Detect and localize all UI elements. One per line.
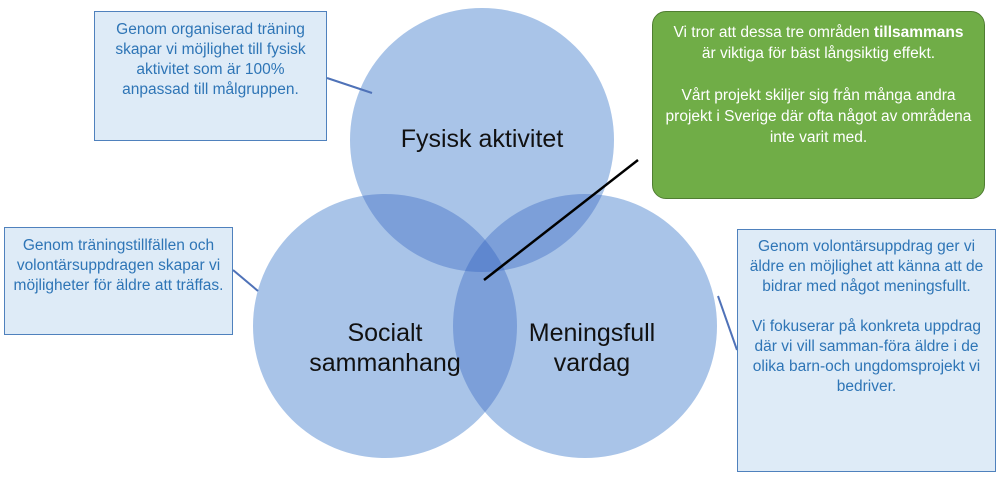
callout-socialt-text: Genom träningstillfällen och volontärsup… bbox=[13, 237, 224, 294]
summary-p1-before: Vi tror att dessa tre områden bbox=[673, 24, 874, 41]
summary-p2: Vårt projekt skiljer sig från många andr… bbox=[665, 87, 972, 146]
label-meningsfull-vardag: Meningsfull vardag bbox=[502, 318, 682, 378]
label-socialt-line1: Socialt bbox=[347, 319, 423, 347]
connector-center-to-green bbox=[483, 159, 639, 281]
callout-meningsfull-p1: Genom volontärsuppdrag ger vi äldre en m… bbox=[749, 238, 984, 295]
summary-p1-bold: tillsammans bbox=[873, 24, 964, 41]
label-socialt-line2: sammanhang bbox=[309, 349, 461, 377]
label-socialt-sammanhang: Socialt sammanhang bbox=[295, 318, 475, 378]
callout-fysisk-aktivitet: Genom organiserad träning skapar vi möjl… bbox=[94, 11, 327, 141]
label-meningsfull-line2: vardag bbox=[553, 349, 631, 377]
connector-left bbox=[232, 269, 259, 292]
label-fysisk-aktivitet: Fysisk aktivitet bbox=[392, 124, 572, 154]
callout-meningsfull-vardag: Genom volontärsuppdrag ger vi äldre en m… bbox=[737, 229, 996, 472]
callout-fysisk-text: Genom organiserad träning skapar vi möjl… bbox=[115, 21, 306, 98]
overlap-top-left bbox=[350, 194, 517, 272]
callout-meningsfull-p2: Vi fokuserar på konkreta uppdrag där vi … bbox=[752, 318, 981, 395]
summary-box: Vi tror att dessa tre områden tillsamman… bbox=[652, 11, 985, 199]
summary-p1-after: är viktiga för bäst långsiktig effekt. bbox=[701, 45, 936, 62]
callout-socialt-sammanhang: Genom träningstillfällen och volontärsup… bbox=[4, 227, 233, 335]
summary-p1: Vi tror att dessa tre områden tillsamman… bbox=[665, 22, 972, 64]
connector-top-left bbox=[326, 77, 373, 94]
overlap-top-right bbox=[453, 194, 614, 272]
connector-right bbox=[717, 295, 738, 351]
label-meningsfull-line1: Meningsfull bbox=[528, 319, 656, 347]
label-fysisk-aktivitet-text: Fysisk aktivitet bbox=[400, 125, 564, 153]
